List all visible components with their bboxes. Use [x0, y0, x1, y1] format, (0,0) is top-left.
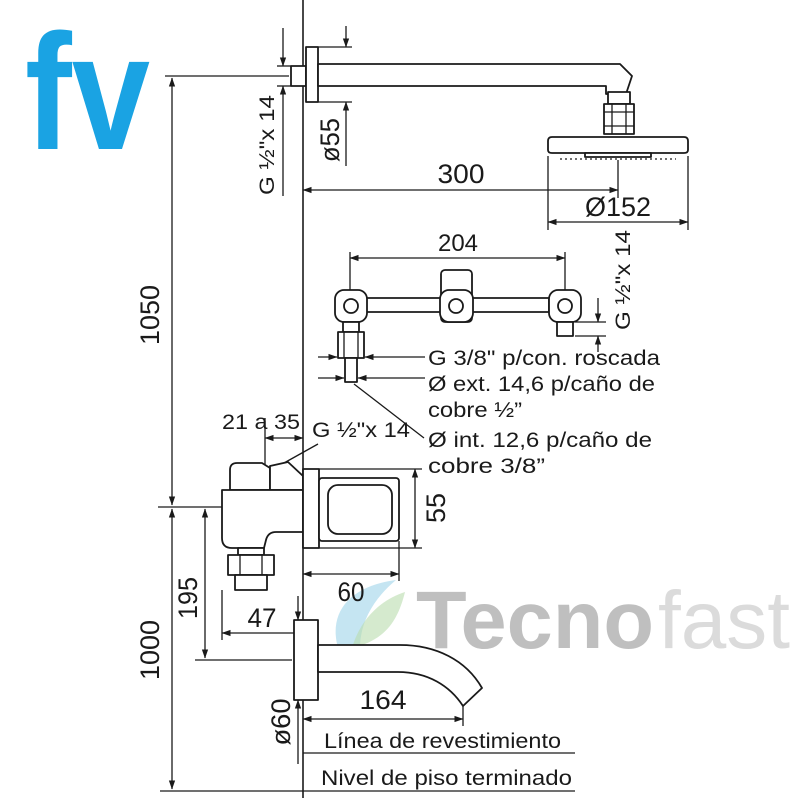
connection-note-thread: G 3/8" p/con. roscada [428, 347, 660, 370]
spout-flange-label: ø60 [266, 699, 296, 746]
watermark-brand-bold: Tecno [416, 575, 654, 666]
valve-inlet-right-bore [557, 298, 573, 314]
flange-diameter-label: ø55 [315, 118, 345, 162]
pipe-int-leader [353, 383, 425, 439]
valve-assembly [334, 269, 582, 383]
arm-projection-label: 300 [438, 159, 485, 189]
shower-arm-assembly [290, 46, 689, 160]
valve-left-pipe [344, 357, 358, 383]
mixer-outlet-pipe [234, 574, 268, 591]
connection-note-int: Ø int. 12,6 p/caño de [428, 429, 652, 452]
watermark-brand-light: fast [658, 575, 790, 666]
mixer-top-cap [229, 462, 271, 491]
mixer-inlet-collar [269, 461, 304, 491]
mixer-body [221, 461, 400, 591]
head-connector [607, 91, 631, 105]
spout-flange [293, 619, 319, 701]
spout [317, 644, 483, 707]
mixer-main-body [221, 489, 304, 549]
lower-height-label: 1000 [135, 620, 165, 680]
finished-wall-label: Línea de revestimiento [324, 730, 561, 753]
head-diameter-label: Ø152 [585, 192, 651, 222]
fv-logo: fv [25, 0, 150, 184]
spout-assembly [293, 619, 483, 707]
leaf-icon [335, 580, 396, 648]
mixer-handle-face [327, 484, 393, 535]
mixer-outlet-neck [237, 547, 265, 556]
shower-head [547, 136, 689, 154]
valve-center-bore [448, 298, 464, 314]
shower-head-plate [584, 152, 652, 158]
upper-height-label: 1050 [135, 285, 165, 345]
arm-thread-label: G ½"x 14 [256, 95, 279, 195]
valve-right-stub [556, 321, 574, 337]
finished-floor-label: Nivel de piso terminado [321, 767, 572, 790]
spout-projection-label: 164 [360, 685, 407, 715]
leaf-icon-secondary [352, 592, 405, 648]
connection-note-ext: Ø ext. 14,6 p/caño de [428, 373, 655, 396]
mixer-outlet-nut [227, 554, 275, 576]
connection-note-int-material: cobre 3/8” [428, 455, 545, 478]
outlet-drop-label: 195 [173, 577, 203, 619]
wall-depth-label: 21 a 35 [222, 411, 300, 434]
arm-flange [305, 46, 319, 103]
head-nut [603, 103, 635, 135]
body-depth-label: 47 [248, 603, 277, 633]
connection-note-ext-material: cobre ½” [428, 399, 522, 422]
valve-left-neck [342, 321, 360, 333]
valve-left-nut [337, 331, 365, 359]
valve-thread-label: G ½"x 14 [612, 230, 635, 330]
handle-projection-label: 60 [338, 577, 365, 607]
tecnofast-watermark: Tecno fast [335, 575, 790, 666]
mixer-thread-label: G ½"x 14 [312, 419, 410, 442]
arm-thread-stub [290, 65, 307, 87]
shower-arm [317, 63, 633, 95]
handle-height-label: 55 [421, 493, 451, 523]
valve-spacing-label: 204 [438, 230, 478, 257]
mixer-thread-leader [283, 443, 319, 464]
valve-inlet-left-bore [343, 298, 359, 314]
mixer-escutcheon [302, 468, 320, 549]
